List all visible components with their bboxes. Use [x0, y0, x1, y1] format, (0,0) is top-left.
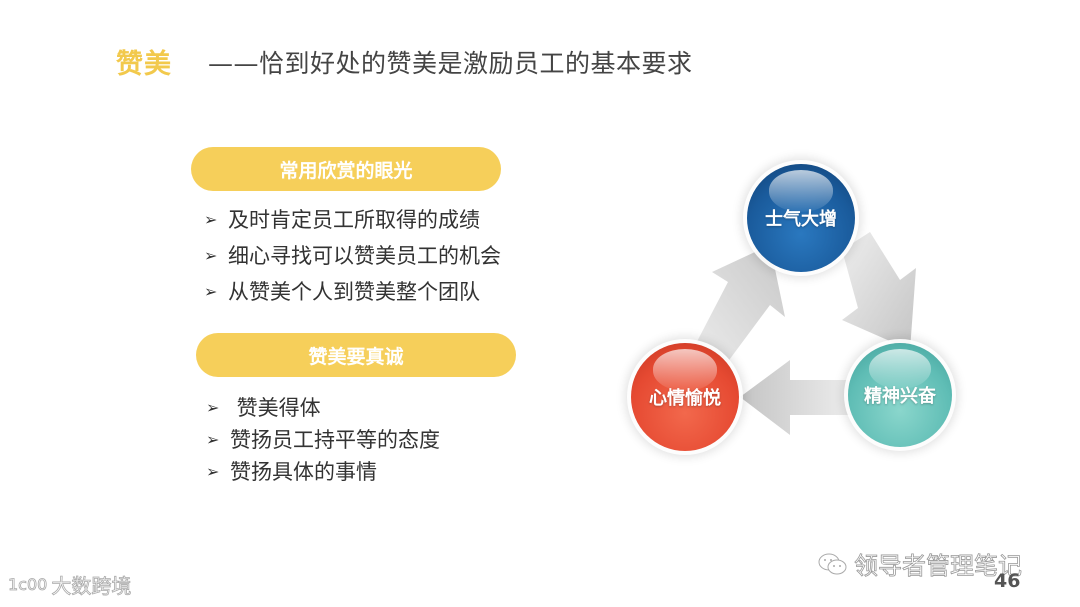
list-item: ➢ 从赞美个人到赞美整个团队 — [204, 274, 501, 310]
bullet-list-sincerity: ➢ 赞美得体 ➢ 赞扬员工持平等的态度 ➢ 赞扬具体的事情 — [206, 392, 440, 488]
section-heading-sincerity: 赞美要真诚 — [196, 333, 516, 377]
node-spirit: 精神兴奋 — [848, 343, 952, 447]
arrow-up-right-icon — [690, 245, 785, 375]
list-item: ➢ 及时肯定员工所取得的成绩 — [204, 202, 501, 238]
list-item-text: 赞美得体 — [230, 396, 321, 420]
arrow-left-icon — [740, 360, 860, 435]
list-item-text: 从赞美个人到赞美整个团队 — [228, 280, 480, 304]
bullet-arrow-icon: ➢ — [204, 246, 218, 265]
node-morale: 士气大增 — [747, 164, 855, 272]
bullet-list-appreciation: ➢ 及时肯定员工所取得的成绩 ➢ 细心寻找可以赞美员工的机会 ➢ 从赞美个人到赞美整个… — [204, 202, 501, 310]
brand-logo: 1c00 大数跨境 — [8, 570, 132, 599]
page-number: 46 — [994, 570, 1021, 592]
bullet-arrow-icon: ➢ — [206, 462, 220, 481]
bullet-arrow-icon: ➢ — [204, 282, 218, 301]
bullet-arrow-icon: ➢ — [204, 210, 218, 229]
list-item: ➢ 赞扬员工持平等的态度 — [206, 424, 440, 456]
arrow-down-right-icon — [842, 232, 916, 350]
list-item: ➢ 赞扬具体的事情 — [206, 456, 440, 488]
bullet-arrow-icon: ➢ — [206, 398, 220, 417]
list-item-text: 赞扬具体的事情 — [230, 460, 377, 484]
cycle-arrows — [690, 232, 916, 435]
section-heading-appreciation: 常用欣赏的眼光 — [191, 147, 501, 191]
node-mood: 心情愉悦 — [631, 343, 739, 451]
wechat-icon — [818, 553, 847, 574]
title-subtitle: ——恰到好处的赞美是激励员工的基本要求 — [208, 49, 693, 78]
watermark: 领导者管理笔记 — [818, 546, 1022, 581]
list-item: ➢ 赞美得体 — [206, 392, 440, 424]
brand-text: 大数跨境 — [51, 574, 132, 599]
watermark-text: 领导者管理笔记 — [854, 552, 1023, 581]
list-item-text: 细心寻找可以赞美员工的机会 — [228, 244, 501, 268]
cycle-diagram: 士气大增 精神兴奋 心情愉悦 — [620, 150, 970, 460]
list-item-text: 及时肯定员工所取得的成绩 — [228, 208, 480, 232]
list-item-text: 赞扬员工持平等的态度 — [230, 428, 440, 452]
title-keyword: 赞美 — [116, 49, 172, 80]
bullet-arrow-icon: ➢ — [206, 430, 220, 449]
list-item: ➢ 细心寻找可以赞美员工的机会 — [204, 238, 501, 274]
brand-mark-icon: 1c00 — [8, 575, 48, 595]
